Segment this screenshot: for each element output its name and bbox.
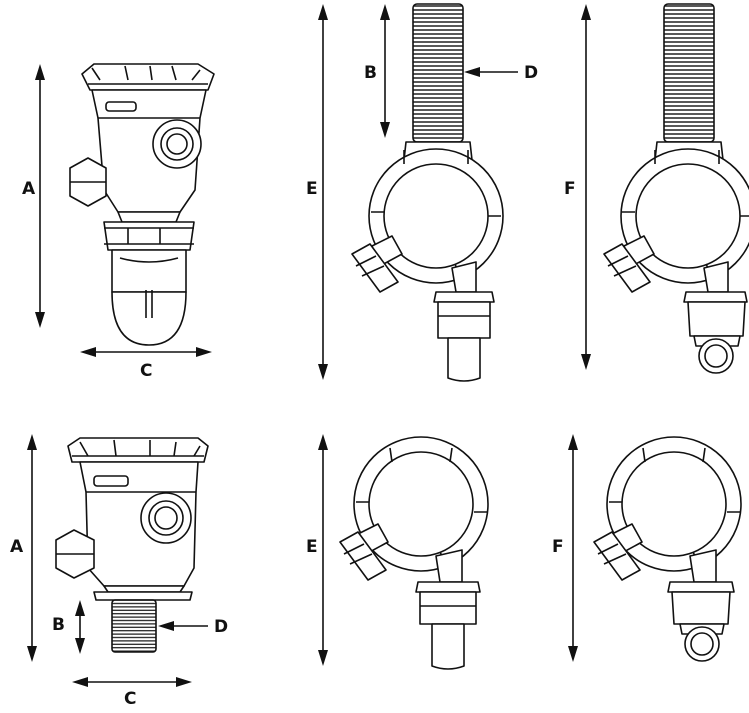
dimension-f-top: F xyxy=(564,4,591,370)
view-remote-seal-threaded-ring-fitting xyxy=(603,3,749,374)
label-b-bottom: B xyxy=(52,615,65,635)
dimension-c-bottom: C xyxy=(72,677,192,709)
label-a-bottom: A xyxy=(10,537,24,557)
dimension-b-bottom: B xyxy=(52,600,85,654)
label-f-top: F xyxy=(564,179,576,199)
label-c-top: C xyxy=(140,361,152,381)
view-remote-seal-threaded xyxy=(351,3,504,382)
dimension-f-bottom: F xyxy=(552,434,578,662)
label-a-top: A xyxy=(22,179,36,199)
label-f-bottom: F xyxy=(552,537,564,557)
dimension-e-top: E xyxy=(306,4,328,380)
dimension-d-top: D xyxy=(464,63,538,83)
view-remote-seal-plain-ring-fitting xyxy=(593,436,742,662)
dimension-e-bottom: E xyxy=(306,434,328,666)
view-remote-seal-plain xyxy=(339,436,489,670)
label-e-top: E xyxy=(306,179,318,199)
view-compact-transmitter-bottom xyxy=(55,437,209,653)
label-d-top: D xyxy=(524,63,538,83)
label-d-bottom: D xyxy=(214,617,228,637)
dimension-d-bottom: D xyxy=(158,617,228,637)
dimension-a-top: A xyxy=(22,64,45,328)
label-c-bottom: C xyxy=(124,689,136,708)
label-e-bottom: E xyxy=(306,537,318,557)
dimension-c-top: C xyxy=(80,347,212,381)
dimension-a-bottom: A xyxy=(10,434,37,662)
dimension-b-top: B xyxy=(364,4,390,138)
view-compact-transmitter-top xyxy=(69,63,215,346)
label-b-top: B xyxy=(364,63,377,83)
